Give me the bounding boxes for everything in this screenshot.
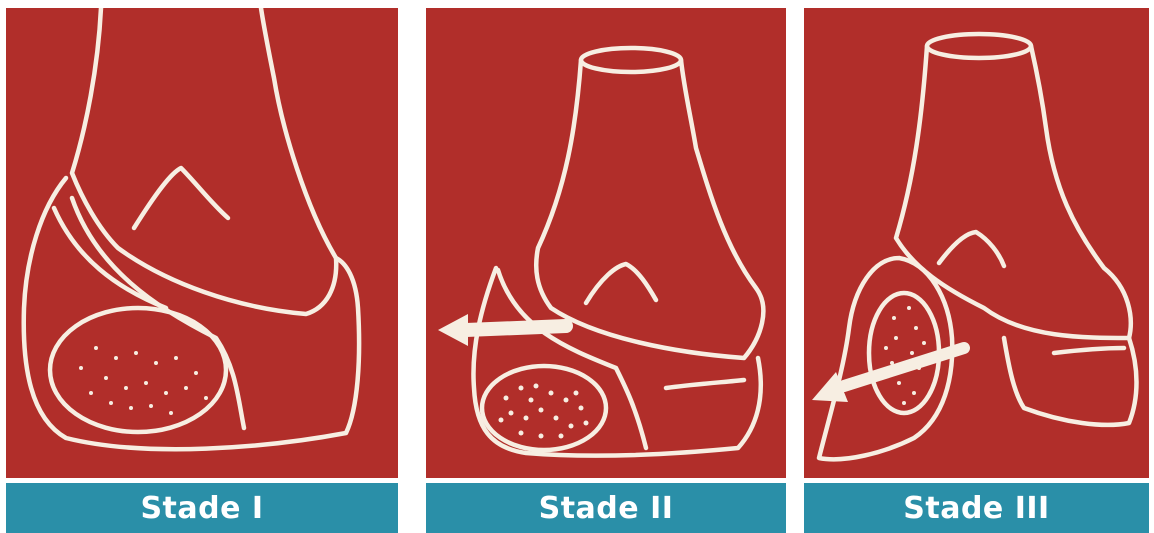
stage-1-label: Stade I bbox=[140, 491, 263, 526]
stage-3-caption-bar: Stade III bbox=[804, 483, 1149, 533]
stage-1-caption-bar: Stade I bbox=[6, 483, 398, 533]
stage-3-panel: Stade III bbox=[804, 0, 1149, 533]
stage-1-illustration bbox=[6, 8, 398, 478]
stage-3-label: Stade III bbox=[903, 491, 1049, 526]
stage-2-panel: Stade II bbox=[426, 0, 786, 533]
stage-2-illustration bbox=[426, 8, 786, 478]
stage-3-background bbox=[804, 8, 1149, 478]
stage-2-caption-bar: Stade II bbox=[426, 483, 786, 533]
stage-3-illustration bbox=[804, 8, 1149, 478]
stage-1-panel: Stade I bbox=[6, 0, 398, 533]
stage-2-label: Stade II bbox=[539, 491, 674, 526]
